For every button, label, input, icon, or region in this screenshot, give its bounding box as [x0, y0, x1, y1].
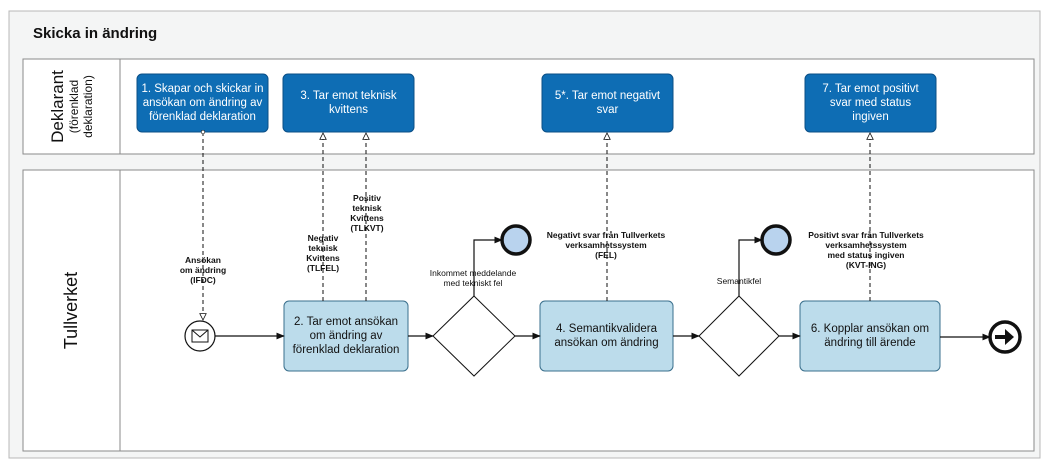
task-4: 4. Semantikvalidera ansökan om ändring [554, 323, 659, 349]
lane-customs: Tullverket [23, 170, 120, 451]
task-5-shape [541, 73, 674, 133]
task-5: 5*. Tar emot negativt svar [554, 90, 661, 116]
task-7: 7. Tar emot positivt svar med status ing… [822, 83, 919, 123]
condition-semantic-error: Semantikfel [716, 276, 762, 286]
msg-label-fel: Negativt svar från Tullverkets verksamhe… [546, 230, 666, 260]
message-flows [203, 132, 870, 320]
arrow-right-icon [995, 329, 1014, 345]
task-3: 3. Tar emot teknisk kvittens [300, 90, 397, 116]
task-6: 6. Kopplar ansökan om ändring till ärend… [810, 323, 930, 349]
task-1: 1. Skapar och skickar in ansökan om ändr… [141, 83, 264, 123]
flow-gateway1-to-end [473, 236, 503, 296]
sequence-flows [215, 236, 991, 341]
msg-label-tlkvt: Positiv teknisk Kvittens (TLKVT) [350, 193, 384, 233]
task-2: 2. Tar emot ansökan om ändring av förenk… [292, 316, 400, 356]
msg-label-kvt-ing: Positivt svar från Tullverkets verksamhe… [808, 230, 924, 270]
lane-customs-name: Tullverket [60, 271, 81, 350]
task-3-shape [282, 73, 415, 133]
gateway-semantic-error [698, 295, 780, 377]
flow-gateway2-to-end [738, 236, 763, 296]
msg-label-tlfel: Negativ teknisk Kvittens (TLFEL) [306, 233, 340, 273]
diagram-title: Skicka in ändring [33, 24, 158, 42]
end-event-technical-error [500, 224, 532, 256]
lane-declarant-sub1: (förenklad [66, 79, 81, 134]
lane-declarant: Deklarant (förenklad deklaration) [23, 59, 120, 154]
end-event-semantic-error [760, 224, 792, 256]
lane-declarant-sub2: deklaration) [80, 75, 95, 138]
gateway-technical-error [432, 295, 516, 377]
envelope-icon [191, 329, 209, 343]
lane-declarant-name: Deklarant [47, 70, 67, 143]
task-7-shape [804, 73, 937, 133]
msg-label-ifdc: Ansökan om ändring (IFDC) [179, 255, 227, 285]
condition-technical-error: Inkommet meddelande med tekniskt fel [429, 268, 517, 288]
